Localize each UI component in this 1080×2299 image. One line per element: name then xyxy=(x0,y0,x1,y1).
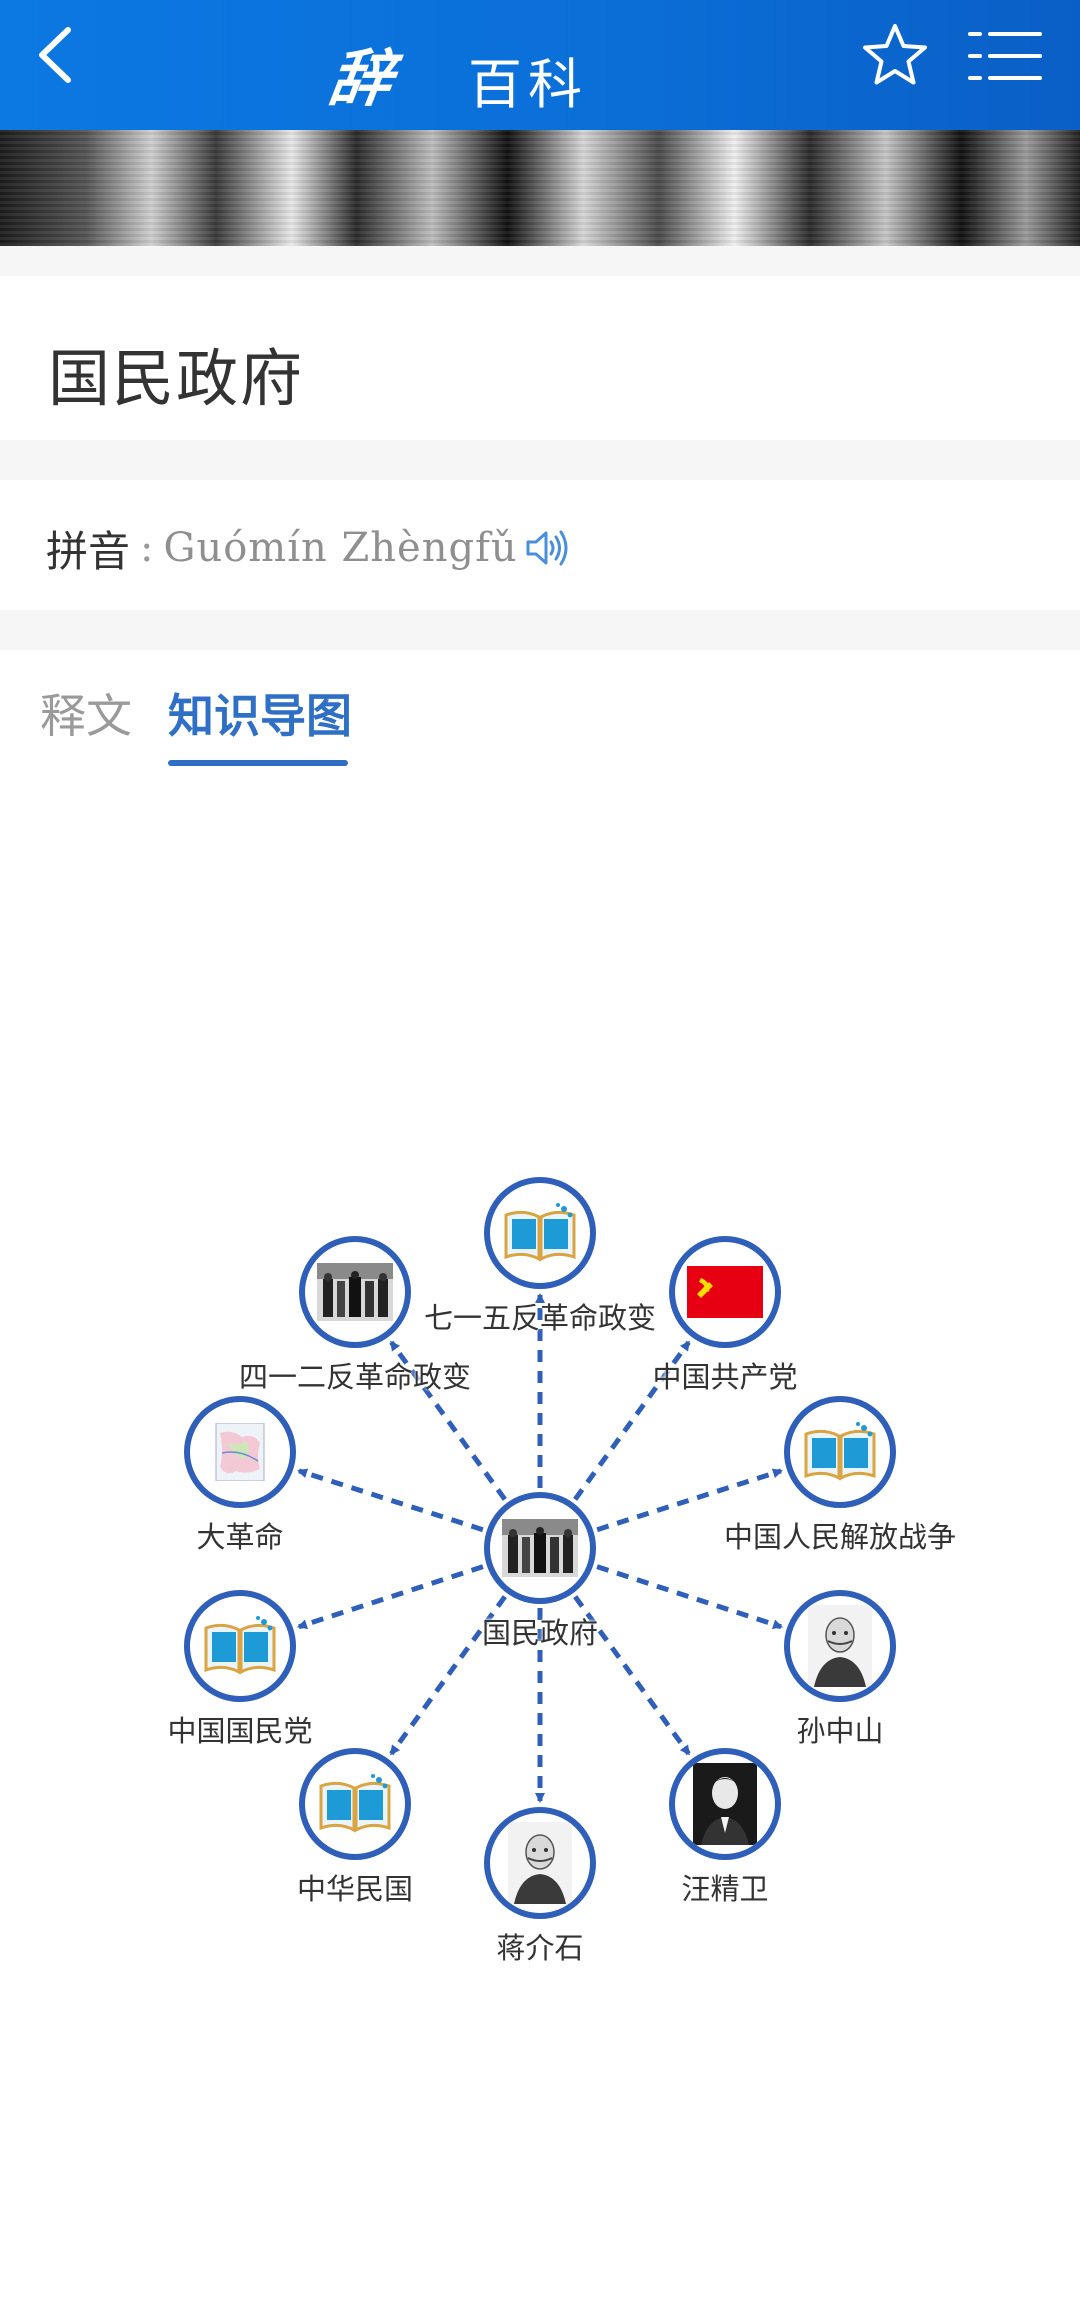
node-label: 中国共产党 xyxy=(652,1360,798,1394)
pinyin-value: Guómín Zhèngfǔ xyxy=(163,525,518,571)
node-thumbnail xyxy=(784,1396,896,1508)
node-label: 中国国民党 xyxy=(167,1714,313,1748)
node-thumbnail xyxy=(669,1748,781,1860)
graph-node[interactable]: 中华民国 xyxy=(297,1748,413,1906)
star-outline-icon xyxy=(863,24,927,85)
graph-node[interactable]: 中国人民解放战争 xyxy=(724,1396,956,1554)
pinyin-row: 拼音 : Guómín Zhèngfǔ xyxy=(46,518,570,578)
graph-node[interactable]: 汪精卫 xyxy=(669,1748,781,1906)
pinyin-separator: : xyxy=(140,525,154,571)
logo-mark: 辞海 xyxy=(312,42,392,205)
back-button[interactable] xyxy=(28,20,108,110)
graph-edge xyxy=(297,1564,484,1630)
logo-text: 百科 xyxy=(468,53,588,116)
tab-knowledge-map[interactable]: 知识导图 xyxy=(168,689,352,743)
section-divider xyxy=(0,246,1080,276)
graph-node[interactable]: 孙中山 xyxy=(784,1590,896,1748)
graph-node[interactable]: 中国国民党 xyxy=(167,1590,313,1748)
tab-explanation[interactable]: 释文 xyxy=(40,689,132,743)
app-logo: 辞海 百科 xyxy=(312,22,760,205)
graph-node[interactable]: 大革命 xyxy=(184,1396,296,1554)
graph-node[interactable]: 七一五反革命政变 xyxy=(424,1177,656,1335)
graph-node[interactable]: 中国共产党 xyxy=(652,1236,798,1394)
speaker-icon[interactable] xyxy=(522,524,570,572)
node-thumbnail xyxy=(184,1590,296,1702)
node-label: 中华民国 xyxy=(296,1872,414,1906)
node-thumbnail xyxy=(669,1236,781,1348)
node-label: 大革命 xyxy=(196,1520,284,1554)
graph-edge xyxy=(297,1468,484,1533)
node-label: 七一五反革命政变 xyxy=(423,1301,657,1335)
section-divider xyxy=(0,610,1080,650)
graph-center-node[interactable]: 国民政府 xyxy=(482,1492,598,1650)
node-thumbnail xyxy=(299,1748,411,1860)
node-label: 国民政府 xyxy=(481,1616,599,1650)
node-thumbnail xyxy=(299,1236,411,1348)
banner-photo xyxy=(0,130,1080,246)
node-thumbnail xyxy=(484,1492,596,1604)
node-label: 蒋介石 xyxy=(496,1931,584,1965)
node-label: 中国人民解放战争 xyxy=(723,1520,957,1554)
node-thumbnail xyxy=(784,1590,896,1702)
node-label: 孙中山 xyxy=(796,1714,884,1748)
node-thumbnail xyxy=(184,1396,296,1508)
node-thumbnail xyxy=(484,1177,596,1289)
entry-title: 国民政府 xyxy=(48,342,305,415)
node-label: 四一二反革命政变 xyxy=(238,1360,472,1394)
menu-button[interactable] xyxy=(966,20,1056,100)
graph-node[interactable]: 蒋介石 xyxy=(484,1807,596,1965)
active-tab-indicator xyxy=(168,760,348,766)
list-menu-icon xyxy=(968,32,1042,80)
graph-edge xyxy=(596,1564,783,1630)
node-thumbnail xyxy=(484,1807,596,1919)
chevron-left-icon xyxy=(39,27,71,83)
top-bar: 辞海 百科 xyxy=(0,0,1080,205)
pinyin-label: 拼音 xyxy=(46,526,131,576)
node-label: 汪精卫 xyxy=(681,1872,769,1906)
graph-node[interactable]: 四一二反革命政变 xyxy=(239,1236,471,1394)
favorite-button[interactable] xyxy=(860,20,940,100)
section-divider xyxy=(0,440,1080,480)
